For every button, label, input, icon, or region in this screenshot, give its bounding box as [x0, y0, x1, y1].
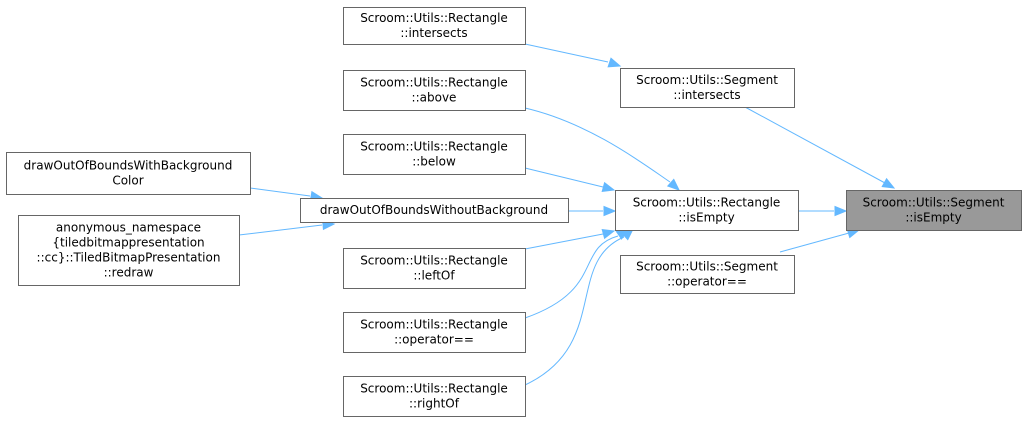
- node-label-line: ::leftOf: [413, 269, 455, 283]
- edge-line: [524, 43, 609, 63]
- arrowhead: [601, 181, 616, 193]
- edge-line: [524, 236, 625, 386]
- node-box: [343, 248, 526, 289]
- arrowhead: [834, 205, 848, 217]
- node-redraw[interactable]: anonymous_namespace{tiledbitmappresentat…: [18, 215, 240, 286]
- edge-line: [779, 232, 850, 253]
- node-box: [343, 134, 526, 175]
- node-box: [300, 198, 569, 223]
- node-label-line: ::below: [412, 155, 456, 169]
- node-label-line: ::isEmpty: [678, 211, 734, 225]
- node-box: [620, 68, 795, 108]
- edge-rect-leftof-to-rect-isempty: [524, 228, 616, 250]
- node-box: [615, 190, 799, 231]
- node-rect-rightof[interactable]: Scroom::Utils::Rectangle::rightOf: [343, 376, 526, 417]
- node-rect-operator-eq[interactable]: Scroom::Utils::Rectangle::operator==: [343, 312, 526, 353]
- node-label-line: Color: [112, 174, 143, 188]
- edge-line: [524, 235, 619, 319]
- node-box: [343, 376, 526, 417]
- arrowhead: [603, 205, 617, 217]
- edge-line: [524, 233, 604, 250]
- node-box: [620, 255, 795, 294]
- arrowhead: [601, 228, 616, 240]
- edge-line: [238, 224, 323, 236]
- node-label-line: drawOutOfBoundsWithoutBackground: [320, 203, 548, 217]
- node-rect-isempty[interactable]: Scroom::Utils::Rectangle::isEmpty: [615, 190, 799, 231]
- arrowhead: [881, 177, 896, 189]
- node-label-line: Scroom::Utils::Segment: [863, 196, 1005, 210]
- node-label-line: ::cc}::TiledBitmapPresentation: [37, 251, 221, 265]
- node-label-line: Scroom::Utils::Rectangle: [360, 140, 508, 154]
- node-box: [846, 190, 1022, 231]
- node-label-line: Scroom::Utils::Rectangle: [360, 318, 508, 332]
- node-label-line: Scroom::Utils::Rectangle: [360, 76, 508, 90]
- node-label-line: ::isEmpty: [905, 211, 961, 225]
- node-label-line: Scroom::Utils::Rectangle: [360, 254, 508, 268]
- node-label-line: ::redraw: [104, 266, 154, 280]
- node-rect-above[interactable]: Scroom::Utils::Rectangle::above: [343, 70, 526, 111]
- node-label-line: ::above: [412, 91, 457, 105]
- edge-rect-above-to-rect-isempty: [524, 107, 680, 191]
- edge-line: [744, 106, 886, 184]
- edge-rect-operator-eq-to-rect-isempty: [524, 228, 630, 319]
- node-rect-intersects[interactable]: Scroom::Utils::Rectangle::intersects: [343, 7, 526, 45]
- node-label-line: Scroom::Utils::Rectangle: [360, 382, 508, 396]
- node-box: [343, 7, 526, 45]
- node-label-line: ::rightOf: [409, 397, 460, 411]
- node-label-line: ::operator==: [667, 275, 747, 289]
- node-label-line: {tiledbitmappresentation: [52, 236, 204, 250]
- node-rect-below[interactable]: Scroom::Utils::Rectangle::below: [343, 134, 526, 175]
- node-label-line: anonymous_namespace: [56, 221, 201, 235]
- edge-rect-isempty-to-seg-isempty: [798, 205, 848, 217]
- node-label-line: drawOutOfBoundsWithBackground: [24, 159, 233, 173]
- edge-rect-rightof-to-rect-isempty: [524, 228, 634, 386]
- node-label-line: Scroom::Utils::Rectangle: [360, 11, 508, 25]
- node-box: [343, 70, 526, 111]
- node-rect-leftof[interactable]: Scroom::Utils::Rectangle::leftOf: [343, 248, 526, 289]
- node-label-line: ::intersects: [673, 88, 740, 102]
- node-box: [343, 312, 526, 353]
- node-box: [18, 215, 240, 286]
- node-label-line: Scroom::Utils::Segment: [636, 260, 778, 274]
- edge-rect-intersects-to-seg-intersects: [524, 43, 622, 68]
- node-box: [6, 152, 251, 195]
- edge-line: [249, 187, 311, 197]
- edge-seg-operator-eq-to-seg-isempty: [779, 228, 861, 253]
- edge-line: [524, 107, 671, 183]
- edge-draw-without-bg-to-rect-isempty: [568, 205, 617, 217]
- edge-rect-below-to-rect-isempty: [524, 167, 616, 193]
- node-draw-without-bg[interactable]: drawOutOfBoundsWithoutBackground: [300, 198, 569, 223]
- arrowhead: [607, 57, 622, 68]
- node-label-line: ::operator==: [394, 333, 474, 347]
- arrowhead: [666, 178, 680, 191]
- nodes-layer: Scroom::Utils::Rectangle::intersectsScro…: [6, 7, 1022, 417]
- node-label-line: Scroom::Utils::Segment: [636, 73, 778, 87]
- node-seg-isempty[interactable]: Scroom::Utils::Segment::isEmpty: [846, 190, 1022, 231]
- node-seg-intersects[interactable]: Scroom::Utils::Segment::intersects: [620, 68, 795, 108]
- edge-seg-intersects-to-seg-isempty: [744, 106, 896, 189]
- node-label-line: Scroom::Utils::Rectangle: [633, 196, 781, 210]
- edge-line: [524, 167, 604, 188]
- node-label-line: ::intersects: [400, 26, 467, 40]
- node-seg-operator-eq[interactable]: Scroom::Utils::Segment::operator==: [620, 255, 795, 294]
